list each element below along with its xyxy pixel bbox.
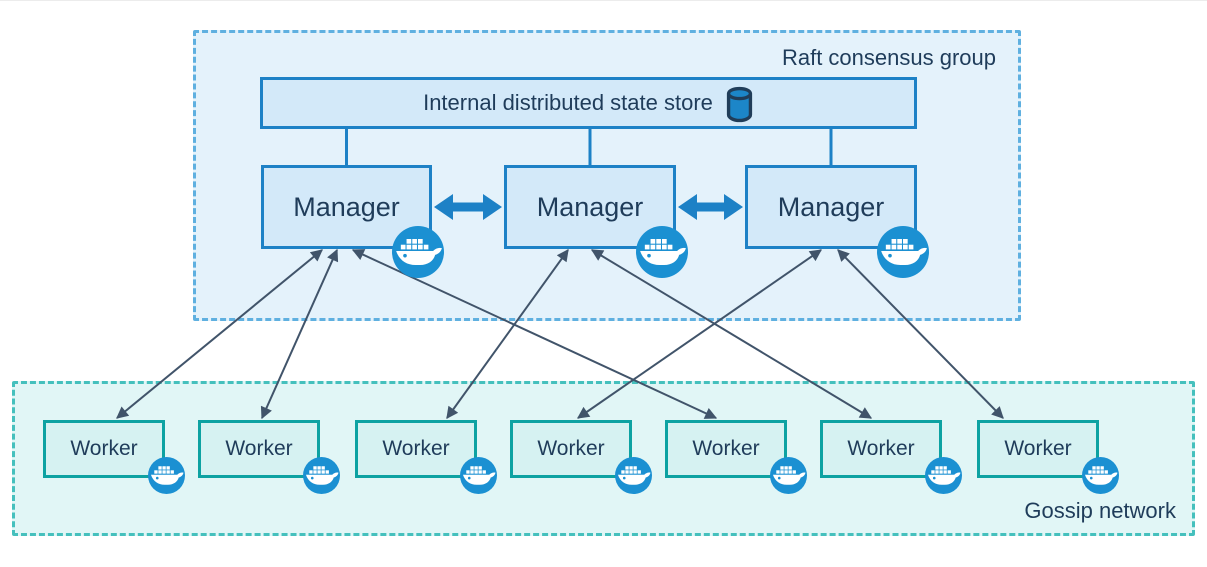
manager-manager-arrow [678, 194, 743, 220]
worker-label: Worker [537, 437, 605, 460]
docker-icon [392, 226, 444, 278]
manager-worker-arrow [446, 249, 569, 419]
docker-icon [769, 456, 807, 494]
worker-label: Worker [692, 437, 760, 460]
gossip-network-label: Gossip network [1024, 498, 1176, 523]
manager-label: Manager [777, 191, 885, 222]
docker-icon [302, 456, 340, 494]
database-icon [726, 86, 753, 122]
manager-worker-arrow [590, 249, 873, 419]
docker-icon [459, 456, 497, 494]
manager-worker-arrow [260, 248, 339, 420]
worker-label: Worker [1004, 437, 1072, 460]
manager-label: Manager [293, 191, 400, 222]
manager-worker-arrow [577, 249, 822, 419]
docker-icon [1081, 456, 1119, 494]
manager-worker-arrow [116, 249, 323, 419]
docker-icon [636, 226, 688, 278]
worker-label: Worker [70, 437, 138, 460]
manager-label: Manager [536, 191, 644, 222]
docker-icon [147, 456, 185, 494]
manager-worker-arrow [837, 249, 1004, 419]
state-store-label: Internal distributed state store [423, 90, 713, 115]
worker-label: Worker [382, 437, 450, 460]
state-store-box: Internal distributed state store [260, 77, 917, 129]
docker-icon [877, 226, 929, 278]
worker-label: Worker [847, 437, 915, 460]
worker-node-6: Worker [820, 420, 942, 478]
manager-manager-arrow [434, 194, 502, 220]
docker-icon [924, 456, 962, 494]
raft-group-label: Raft consensus group [781, 45, 996, 70]
worker-label: Worker [225, 437, 293, 460]
docker-icon [614, 456, 652, 494]
